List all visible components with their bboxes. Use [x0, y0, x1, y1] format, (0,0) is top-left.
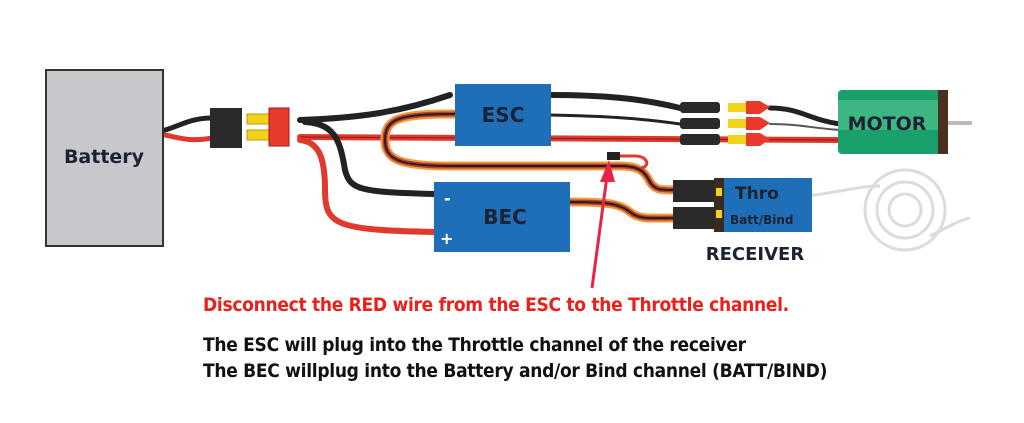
- receiver-channel-thro: Thro: [735, 184, 779, 204]
- esc-label: ESC: [482, 103, 525, 127]
- motor-bullet-connectors: [680, 101, 770, 146]
- instruction-bec: The BEC willplug into the Battery and/or…: [203, 360, 828, 382]
- receiver-channel-batt-bind: Batt/Bind: [730, 213, 794, 227]
- motor-label: MOTOR: [848, 113, 927, 135]
- receiver-antenna: [807, 168, 971, 252]
- bec-minus-terminal: -: [444, 189, 451, 208]
- esc-module: ESC: [455, 84, 551, 146]
- battery-connector: [210, 107, 290, 148]
- bec-plus-terminal: +: [440, 229, 453, 248]
- bec-module: - + BEC: [434, 182, 570, 252]
- instruction-esc: The ESC will plug into the Throttle chan…: [203, 334, 746, 356]
- motor: MOTOR: [838, 90, 972, 154]
- warning-caption: Disconnect the RED wire from the ESC to …: [203, 294, 789, 316]
- disconnected-red-wire-connector: [607, 152, 620, 160]
- battery-label: Battery: [64, 146, 145, 168]
- bec-label: BEC: [483, 205, 527, 229]
- receiver-label: RECEIVER: [706, 244, 805, 265]
- receiver: Thro Batt/Bind RECEIVER: [673, 178, 812, 265]
- battery: Battery: [45, 69, 164, 247]
- warning-arrow: [590, 160, 615, 289]
